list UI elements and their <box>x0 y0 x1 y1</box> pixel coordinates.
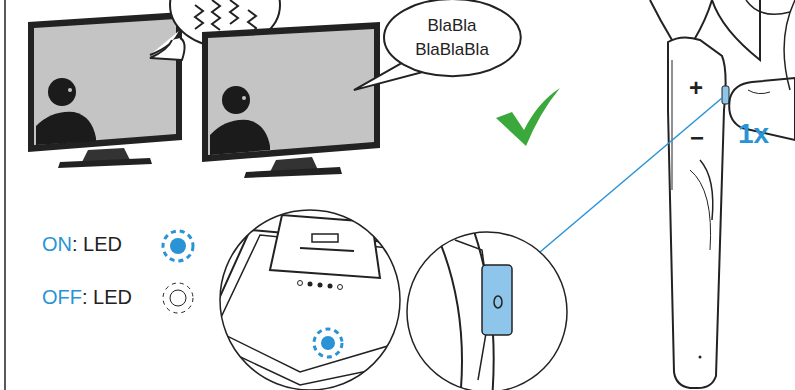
neckband-receiver <box>650 0 795 388</box>
press-count: 1x <box>738 118 769 150</box>
led-on-label: ON: LED <box>42 233 122 256</box>
tv-clear <box>202 22 380 178</box>
zoom-button <box>407 220 567 390</box>
led-off-label: OFF: LED <box>42 286 132 309</box>
zoom-leader <box>540 98 722 252</box>
tv-noisy <box>28 12 182 168</box>
led-icons <box>163 231 193 313</box>
zoom-base-station <box>205 210 420 390</box>
bubble-outline <box>384 0 521 77</box>
speech-bubble: BlaBla BlaBlaBla <box>384 0 521 77</box>
check-mark <box>496 88 560 146</box>
speech-text: BlaBla BlaBlaBla <box>404 14 500 62</box>
volume-minus: − <box>690 124 704 152</box>
volume-plus: + <box>689 74 703 102</box>
